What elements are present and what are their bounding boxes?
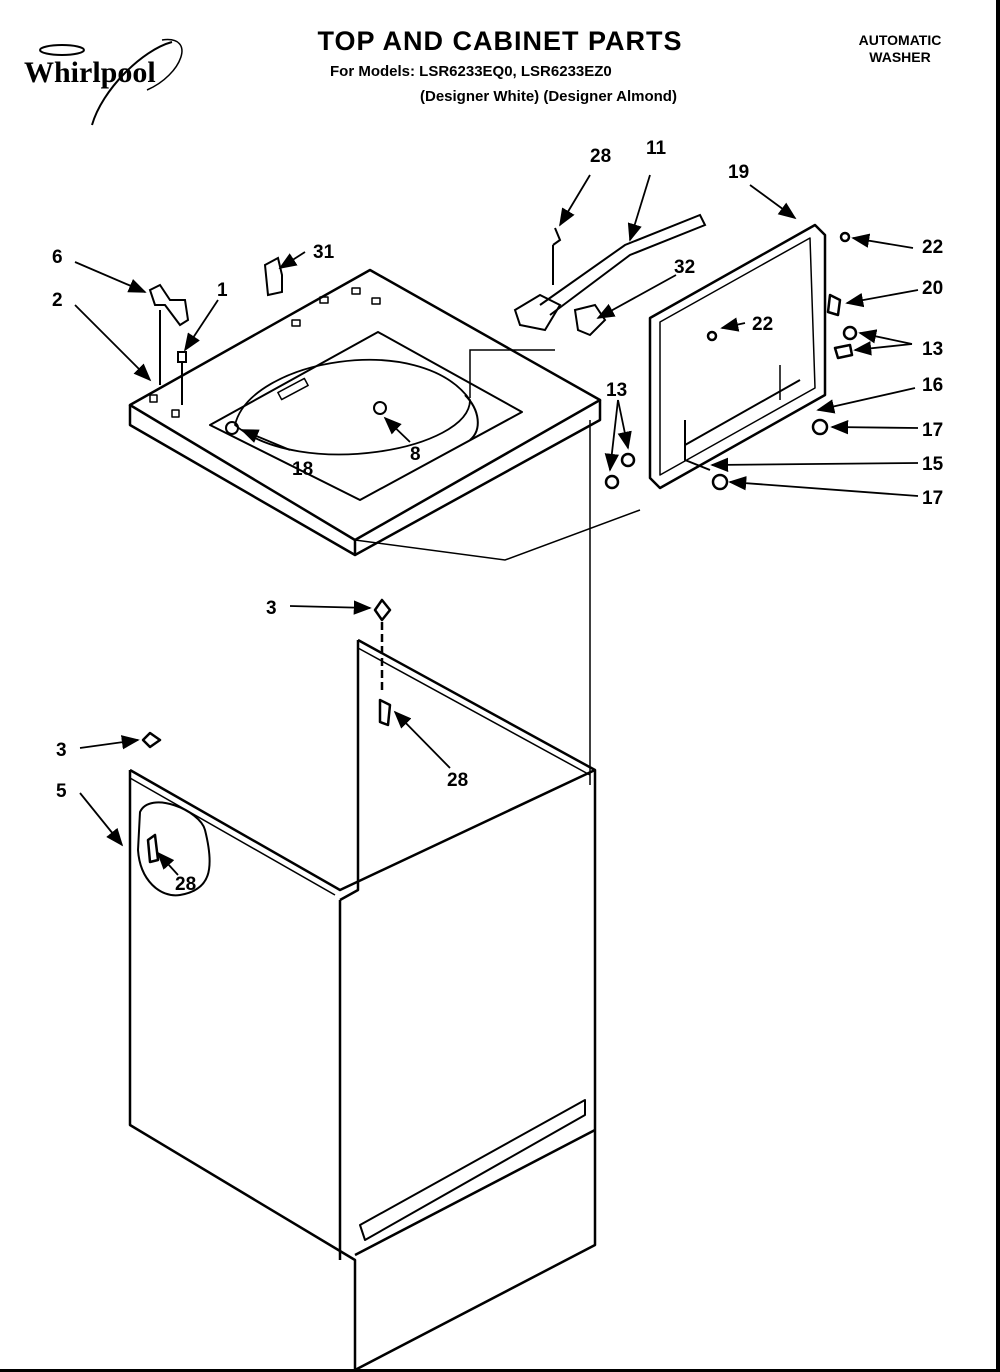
- part-17-foot-upper: [811, 418, 829, 436]
- part-3-clip-left: [141, 731, 162, 749]
- callout-13-right: 13: [922, 339, 943, 360]
- product-line-1: AUTOMATIC: [858, 32, 942, 48]
- part-13-screw-upper: [842, 325, 858, 341]
- part-3-clip-upper: [373, 598, 392, 622]
- callout-11: 11: [646, 138, 667, 159]
- part-22-bumper-mid: [706, 330, 718, 342]
- callout-19: 19: [728, 162, 749, 183]
- brand-text: Whirlpool: [24, 56, 156, 89]
- callout-arrows: [74, 174, 919, 876]
- part-32-actuator: [573, 303, 607, 337]
- washer-cabinet: [128, 598, 597, 1372]
- top-small-parts: [148, 213, 707, 435]
- callout-15: 15: [922, 454, 944, 475]
- page-title: TOP AND CABINET PARTS: [317, 26, 683, 56]
- callout-16: 16: [922, 375, 943, 396]
- part-28-screw-low: [146, 833, 160, 864]
- callout-17-lower: 17: [922, 488, 943, 509]
- part-31-bracket: [263, 256, 283, 297]
- callout-28-low: 28: [175, 874, 196, 895]
- product-label: AUTOMATIC WASHER: [845, 32, 955, 66]
- designer-line: (Designer White) (Designer Almond): [420, 88, 677, 105]
- part-11-harness: [539, 213, 707, 316]
- part-22-bumper-top: [839, 231, 851, 243]
- whirlpool-logo: Whirlpool: [22, 30, 212, 130]
- callout-28-top: 28: [590, 146, 611, 167]
- part-17-foot-lower: [711, 473, 729, 491]
- right-scan-border: [996, 0, 1000, 1372]
- callout-2: 2: [52, 290, 63, 311]
- callout-20: 20: [922, 278, 943, 299]
- top-leaders: [354, 349, 641, 785]
- product-line-2: WASHER: [869, 49, 931, 65]
- part-28-screw-top: [552, 227, 562, 246]
- washer-lid: [604, 223, 858, 491]
- part-1-clip: [177, 351, 187, 363]
- lid-switch-body: [513, 293, 562, 332]
- callout-1: 1: [217, 280, 228, 301]
- callout-18: 18: [292, 459, 313, 480]
- part-28-screw-mid: [378, 698, 392, 727]
- callout-3-upper: 3: [266, 598, 277, 619]
- part-13-screw-left: [604, 474, 620, 490]
- callout-22-right: 22: [922, 237, 943, 258]
- callout-28-mid: 28: [447, 770, 468, 791]
- callout-32: 32: [674, 257, 695, 278]
- callout-3-left: 3: [56, 740, 67, 761]
- washer-top-panel: [128, 268, 602, 557]
- callout-22-mid: 22: [752, 314, 773, 335]
- part-20-hinge: [826, 293, 842, 317]
- bottom-scan-border: [0, 1369, 1000, 1372]
- part-18-fastener: [225, 421, 239, 435]
- models-line: For Models: LSR6233EQ0, LSR6233EZ0: [330, 63, 612, 80]
- callout-6: 6: [52, 247, 63, 268]
- callout-31: 31: [313, 242, 335, 263]
- cabinet-cutaway: [137, 801, 211, 897]
- part-6-bracket: [148, 283, 190, 327]
- callout-17-upper: 17: [922, 420, 943, 441]
- callout-8: 8: [410, 444, 421, 465]
- part-8-screw: [373, 401, 387, 415]
- callout-13-left: 13: [606, 380, 627, 401]
- callout-labels: 28 11 19 6 31 1 2 32 22 20 22 13 16 13 1…: [52, 138, 944, 895]
- callout-5: 5: [56, 781, 67, 802]
